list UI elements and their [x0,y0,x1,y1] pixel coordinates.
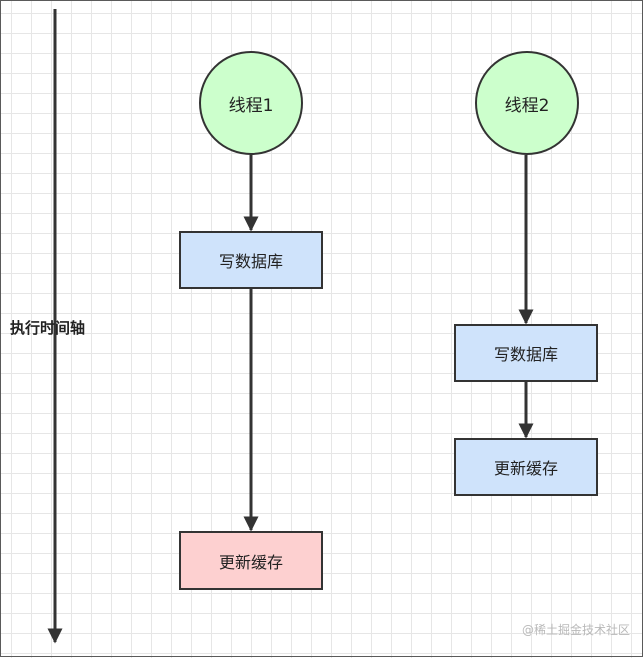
thread1-cache-update-box: 更新缓存 [179,531,323,590]
thread1-db-write-box: 写数据库 [179,231,323,289]
thread2-db-write-box: 写数据库 [454,324,598,382]
watermark-text: @稀土掘金技术社区 [521,623,630,637]
timeline-label: 执行时间轴 [10,319,86,337]
thread1-node: 线程1 [199,51,303,155]
thread2-node: 线程2 [475,51,579,155]
thread2-cache-update-box: 更新缓存 [454,438,598,496]
